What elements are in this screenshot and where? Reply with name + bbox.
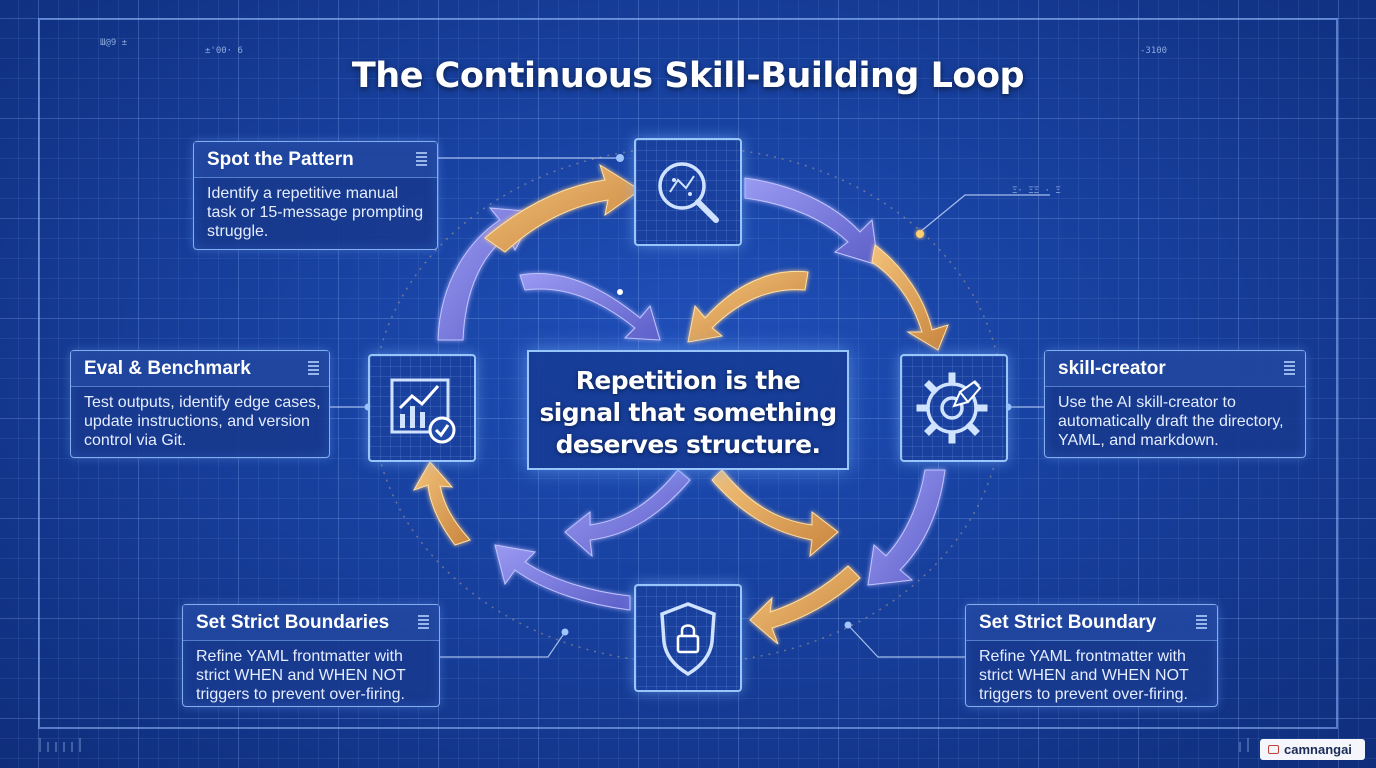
card-set-strict-boundaries: Set Strict Boundaries Refine YAML frontm…	[182, 604, 440, 707]
card-header	[194, 142, 437, 178]
menu-lines-icon	[418, 615, 429, 630]
node-spot-pattern	[634, 138, 742, 246]
card-title: Set Strict Boundary	[979, 612, 1157, 633]
card-title: skill-creator	[1058, 358, 1166, 379]
node-skill-creator	[900, 354, 1008, 462]
magnifier-pattern-icon	[658, 162, 719, 223]
center-line-2: signal that something	[539, 398, 837, 427]
card-body: Use the AI skill-creator to automaticall…	[1058, 394, 1284, 449]
chart-check-icon	[390, 378, 456, 444]
arrow-inner-upper-right	[687, 270, 809, 343]
node-set-boundaries	[634, 584, 742, 692]
watermark-text: camnangai	[1284, 742, 1352, 757]
arrow-inner-upper-left	[519, 272, 661, 341]
arrow-outer-top-gold	[484, 163, 641, 253]
watermark-badge: camnangai	[1260, 739, 1365, 760]
arrow-inner-lower-right	[711, 469, 839, 558]
arrow-outer-bottom-gold	[749, 565, 861, 645]
annotation-right-side: Ξ· ΞΞ · Ξ	[1012, 186, 1061, 196]
card-title: Spot the Pattern	[207, 149, 354, 170]
annotation-top-left: Ш@9 ±	[100, 38, 128, 48]
center-message: Repetition is the signal that something …	[529, 365, 847, 461]
arrow-outer-top-right	[744, 177, 879, 266]
annotation-top-right: -3100	[1140, 46, 1168, 56]
shield-lock-icon	[660, 602, 716, 677]
center-line-3: deserves structure.	[555, 430, 821, 459]
center-line-1: Repetition is the	[575, 366, 801, 395]
card-header	[966, 605, 1217, 641]
card-spot-pattern: Spot the Pattern Identify a repetitive m…	[193, 141, 438, 250]
annotation-top-mid: ±'00· 6	[205, 46, 243, 56]
center-message-box: Repetition is the signal that something …	[527, 350, 849, 470]
card-eval-benchmark: Eval & Benchmark Test outputs, identify …	[70, 350, 330, 458]
arrow-outer-bottom-left	[494, 544, 631, 611]
card-skill-creator: skill-creator Use the AI skill-creator t…	[1044, 350, 1306, 458]
arrow-outer-right-gold	[871, 244, 949, 351]
card-body: Identify a repetitive manual task or 15-…	[207, 185, 424, 240]
card-header	[1045, 351, 1305, 387]
menu-lines-icon	[416, 152, 427, 167]
spark-dot	[916, 230, 924, 238]
card-title: Eval & Benchmark	[84, 358, 251, 379]
card-header	[183, 605, 439, 641]
node-eval-benchmark	[368, 354, 476, 462]
menu-lines-icon	[1284, 361, 1295, 376]
card-title: Set Strict Boundaries	[196, 612, 390, 633]
ruler-ticks	[39, 738, 1249, 752]
card-header	[71, 351, 329, 387]
menu-lines-icon	[1196, 615, 1207, 630]
connector-lines	[330, 157, 1050, 658]
arrow-outer-lower-right	[867, 469, 946, 586]
card-body: Refine YAML frontmatter with strict WHEN…	[979, 648, 1189, 703]
arrow-outer-left-gold	[412, 461, 471, 546]
card-body: Refine YAML frontmatter with strict WHEN…	[196, 648, 406, 703]
page-title: The Continuous Skill-Building Loop	[351, 56, 1025, 96]
gear-pencil-icon	[916, 372, 988, 444]
watermark-logo-icon	[1268, 745, 1279, 754]
blueprint-frame	[38, 18, 1338, 729]
menu-lines-icon	[308, 361, 319, 376]
arrow-inner-lower-left	[564, 469, 691, 558]
card-body: Test outputs, identify edge cases, updat…	[84, 394, 321, 449]
card-set-strict-boundary: Set Strict Boundary Refine YAML frontmat…	[965, 604, 1218, 707]
